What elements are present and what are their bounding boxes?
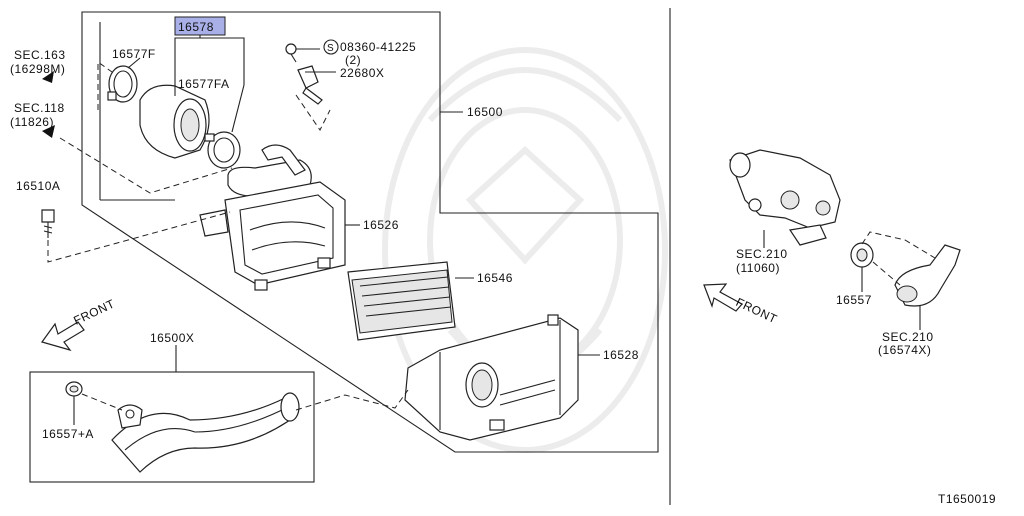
label-sec210a-ref: (11060) [736,261,780,275]
diagram-frames [29,8,671,505]
label-front-left: FRONT [71,296,117,327]
label-16557: 16557 [836,293,872,307]
label-22680x: 22680X [340,66,384,80]
label-16557a: 16557+A [42,427,94,441]
label-16510a: 16510A [16,179,60,193]
label-16526: 16526 [363,218,399,232]
bracket-16574x [894,244,961,307]
clamp-16577f [107,65,138,103]
leader-lines [73,48,921,425]
air-cleaner-case-16528 [404,314,579,441]
label-16500: 16500 [467,105,503,119]
diagram-code: T1650019 [938,492,996,506]
grommet-16557 [850,242,874,268]
label-16528: 16528 [603,348,639,362]
label-sec210b: SEC.210 [882,330,934,344]
label-bolt-qty: (2) [345,53,361,67]
label-16578[interactable]: 16578 [174,16,226,36]
air-cleaner-body-16526 [199,181,346,291]
label-sec163: SEC.163 [14,48,66,62]
bolt-16510a [41,209,55,238]
label-sec210a: SEC.210 [736,247,788,261]
label-16577fa: 16577FA [178,77,230,91]
label-sec118-ref: (11826) [10,115,54,129]
bracket-16578 [174,37,245,85]
bolt-08360-41225 [285,43,297,63]
label-front-right: FRONT [734,295,780,326]
arrows [41,71,743,352]
svg-text:S: S [327,43,334,54]
label-16500x: 16500X [150,331,194,345]
grommet-16557a [65,381,83,397]
label-bolt-code: 08360-41225 [340,40,416,54]
maf-housing-16577fa [139,80,210,159]
label-16577f: 16577F [112,47,156,61]
frame-16500x [29,371,315,483]
filter-element-16546 [347,261,456,341]
label-16546: 16546 [477,271,513,285]
arrow-sec163-icon [42,71,54,83]
front-arrow-left-icon [41,321,85,352]
front-arrow-right-icon [703,283,743,312]
water-outlet-11060 [729,149,841,246]
intake-tube-16500x [111,392,300,473]
label-sec210b-ref: (16574X) [878,343,931,357]
screw-symbol-icon: S [323,39,339,55]
label-sec163-ref: (16298M) [10,62,65,76]
label-sec118: SEC.118 [14,101,65,115]
assembly-frame-16500 [81,11,659,453]
clamp-16577fa [204,131,241,169]
label-16578-text: 16578 [178,20,214,34]
arrow-sec118-icon [42,125,55,138]
dashed-leaders [47,61,936,411]
